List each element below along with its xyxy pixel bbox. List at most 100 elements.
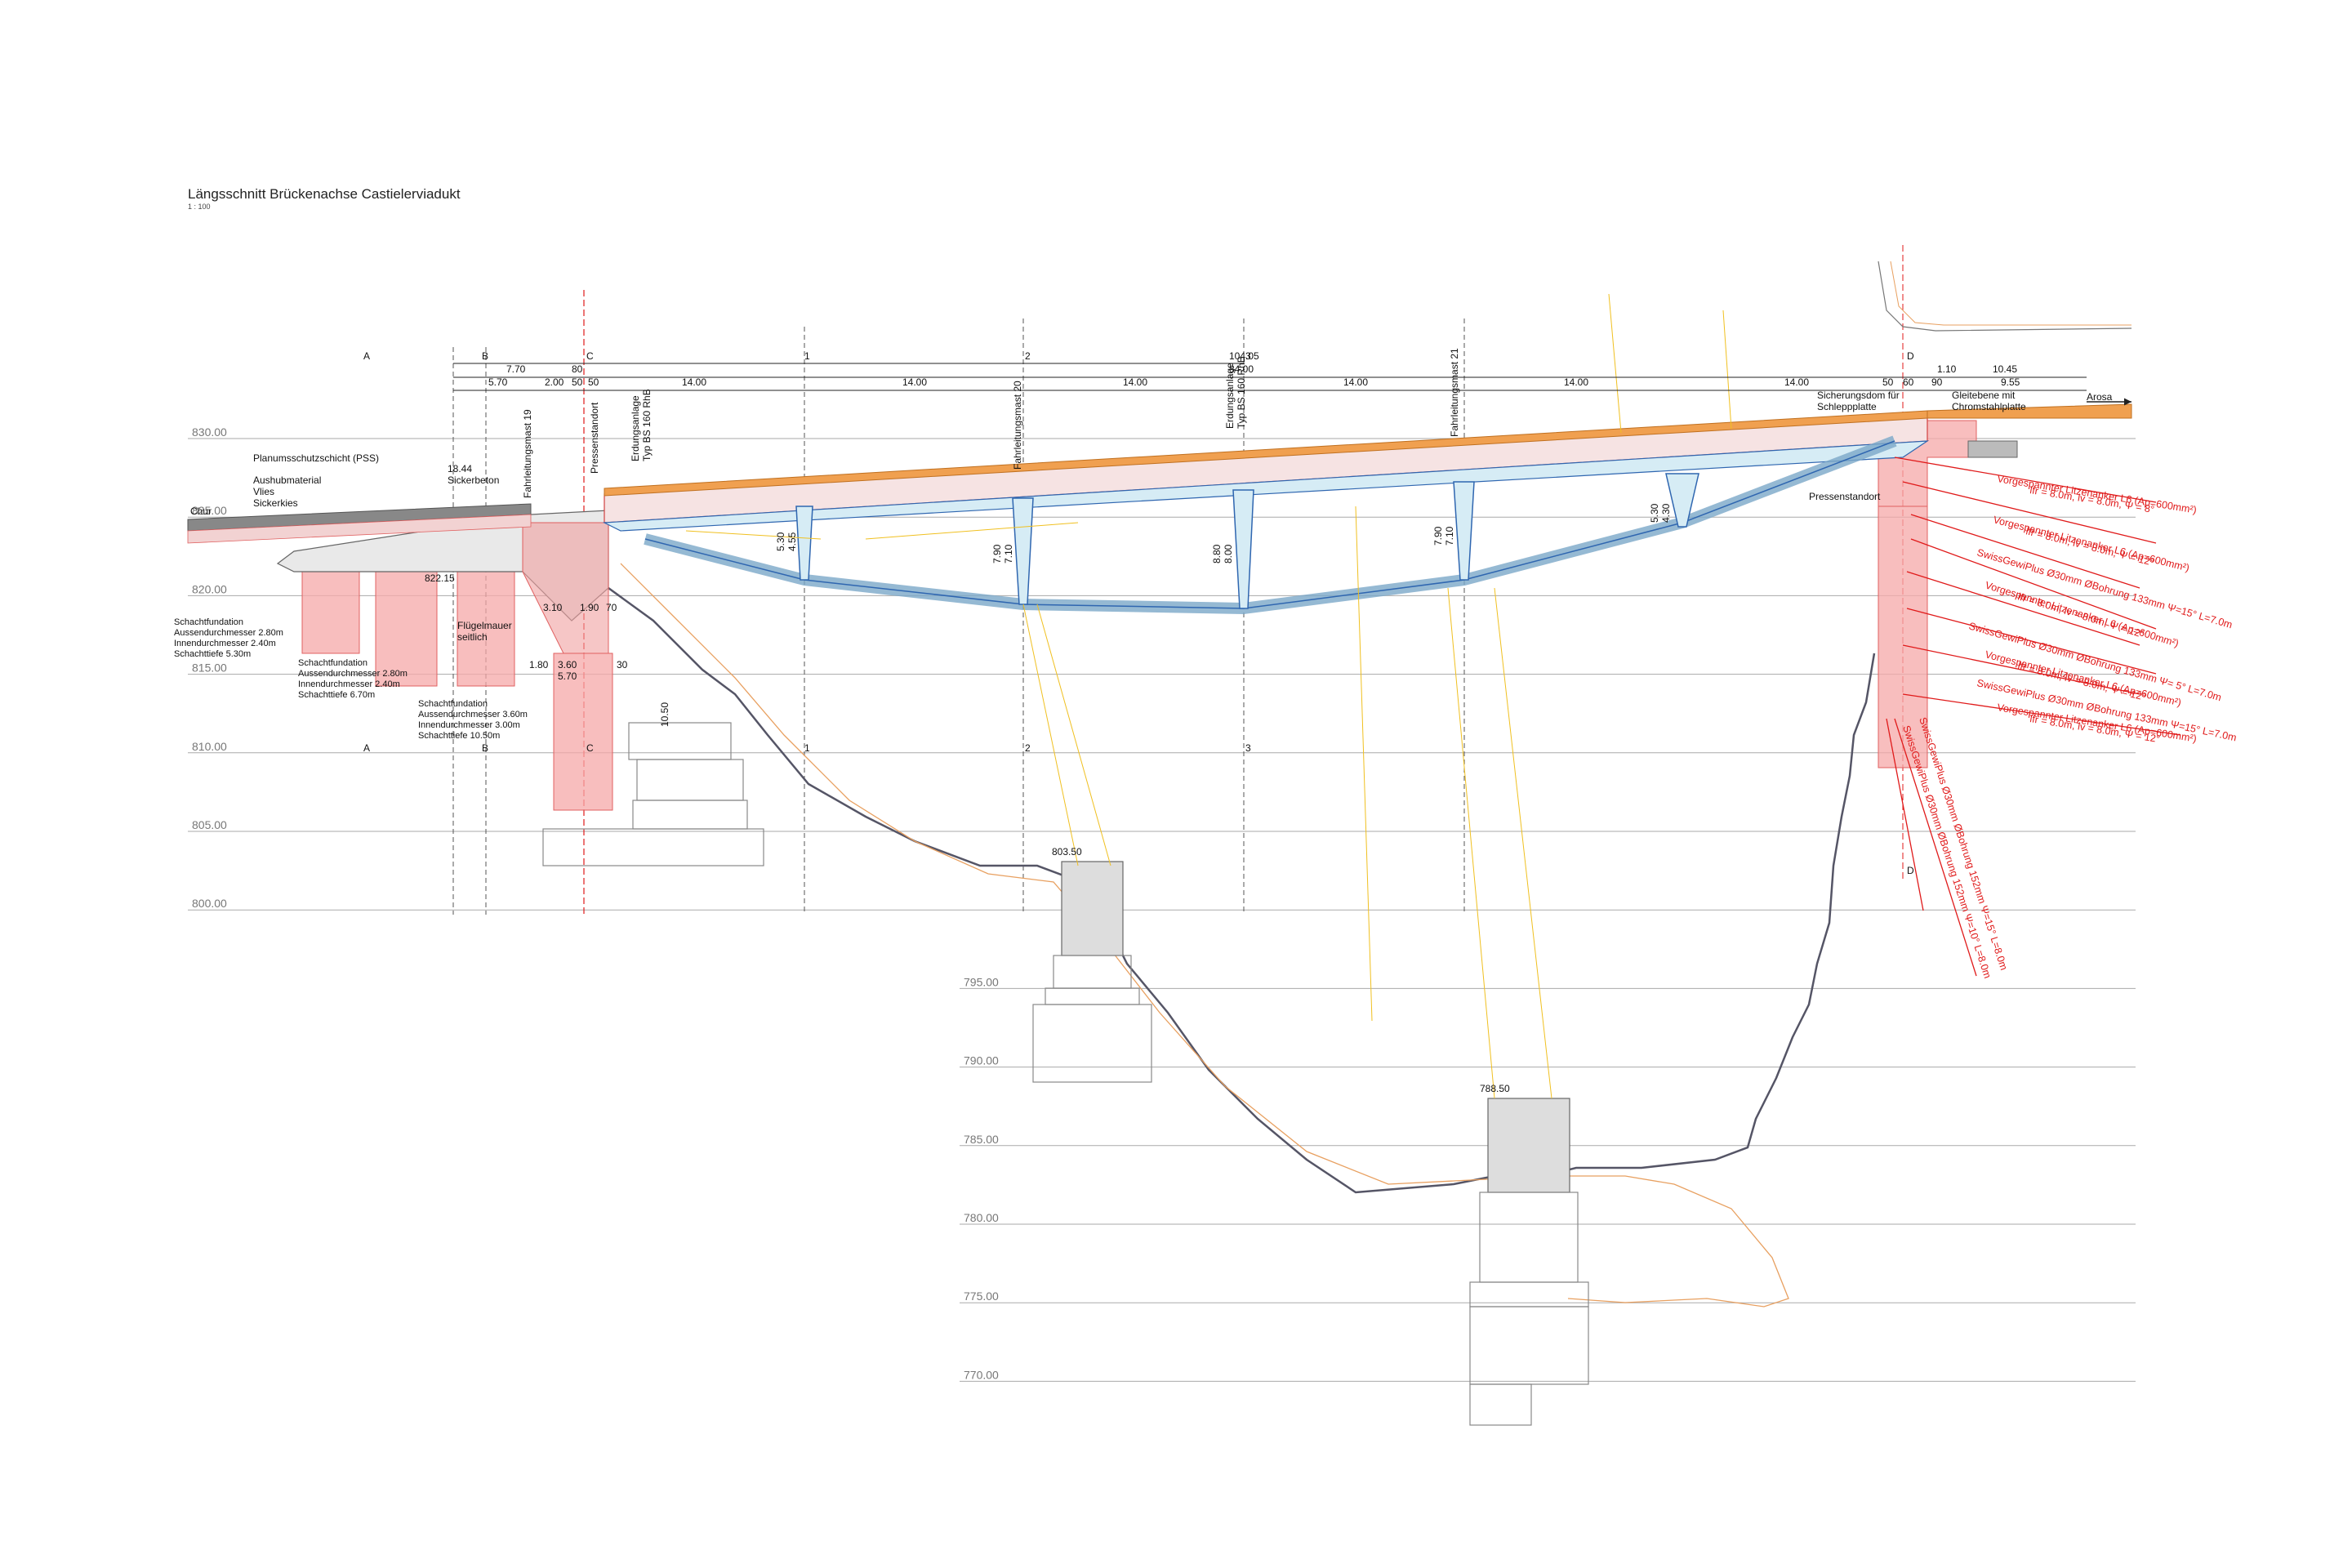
label-pss: Planumsschutzschicht (PSS) xyxy=(253,452,379,464)
elevation-label: 820.00 xyxy=(192,582,227,595)
dim-70: 70 xyxy=(606,602,617,613)
label-dom2: Schleppplatte xyxy=(1817,401,1877,412)
dim-30: 30 xyxy=(617,659,628,670)
svg-text:C: C xyxy=(586,742,594,754)
elevation-labels: 830.00825.00820.00815.00810.00805.00800.… xyxy=(192,425,999,1381)
svg-text:B: B xyxy=(482,350,488,362)
svg-text:3: 3 xyxy=(1245,742,1251,754)
elevation-label: 810.00 xyxy=(192,740,227,753)
vertical-anchor-1: SwissGewiPlus Ø30mm ØBohrung 152mm Ψ=10°… xyxy=(1900,724,1993,980)
pier-foundation-2 xyxy=(1469,1098,1589,1426)
svg-text:D: D xyxy=(1907,865,1914,876)
label-chur: Chur xyxy=(190,506,212,517)
svg-text:Aussendurchmesser 2.80m: Aussendurchmesser 2.80m xyxy=(174,628,283,638)
elevation-label: 815.00 xyxy=(192,662,227,675)
elevation-label: 790.00 xyxy=(964,1054,999,1067)
label-82215: 822.15 xyxy=(425,572,455,584)
svg-text:Schachttiefe 6.70m: Schachttiefe 6.70m xyxy=(298,690,375,700)
dim-span-6: 14.00 xyxy=(1784,376,1809,388)
shaft-label-1: Schachtfundation Aussendurchmesser 2.80m… xyxy=(174,617,283,659)
label-fluegel2: seitlich xyxy=(457,631,488,643)
dim-110: 1.10 xyxy=(1937,363,1957,375)
elevation-label: 800.00 xyxy=(192,897,227,910)
dim-710b: 7.10 xyxy=(1444,526,1455,546)
label-mast19: Fahrleitungsmast 19 xyxy=(522,409,533,498)
svg-text:Aussendurchmesser 2.80m: Aussendurchmesser 2.80m xyxy=(298,669,408,679)
label-arosa: Arosa xyxy=(2087,391,2113,403)
label-mast20: Fahrleitungsmast 20 xyxy=(1012,381,1023,470)
elevation-label: 780.00 xyxy=(964,1211,999,1224)
dim-790b: 7.90 xyxy=(1432,526,1444,546)
dim-80: 80 xyxy=(572,363,583,375)
elevation-label: 805.00 xyxy=(192,818,227,831)
svg-text:Innendurchmesser 3.00m: Innendurchmesser 3.00m xyxy=(418,720,520,730)
svg-text:Aussendurchmesser 3.60m: Aussendurchmesser 3.60m xyxy=(418,710,528,719)
label-dom1: Sicherungsdom für xyxy=(1817,390,1900,401)
dim-790: 7.90 xyxy=(991,544,1003,564)
pier-foundation-1 xyxy=(1032,861,1152,1083)
shaft-label-3: Schachtfundation Aussendurchmesser 3.60m… xyxy=(418,699,528,741)
svg-text:Innendurchmesser 2.40m: Innendurchmesser 2.40m xyxy=(298,679,400,689)
svg-text:A: A xyxy=(363,742,370,754)
terrain-top-right xyxy=(1878,261,2132,332)
dim-span-5: 14.00 xyxy=(1564,376,1588,388)
dim-530b: 5.30 xyxy=(1649,503,1660,523)
dim-1045: 10.45 xyxy=(1993,363,2017,375)
dim-span-3: 14.00 xyxy=(1123,376,1147,388)
dim-180: 1.80 xyxy=(529,659,549,670)
dim-50c: 50 xyxy=(1882,376,1894,388)
label-gleit1: Gleitebene mit xyxy=(1952,390,2016,401)
dim-360: 3.60 xyxy=(558,659,577,670)
label-erdung2b: Typ BS 160 RhB xyxy=(1236,356,1247,429)
label-mast21: Fahrleitungsmast 21 xyxy=(1449,348,1460,437)
dim-430: 4.30 xyxy=(1660,503,1672,523)
dim-total: 104.05 xyxy=(1229,350,1259,362)
dim-200: 2.00 xyxy=(545,376,564,388)
dim-455: 4.55 xyxy=(786,532,798,551)
dim-50b: 50 xyxy=(588,376,599,388)
elevation-label: 775.00 xyxy=(964,1290,999,1303)
dim-880: 8.80 xyxy=(1211,544,1223,564)
label-fluegel1: Flügelmauer xyxy=(457,620,512,631)
dim-span-2: 14.00 xyxy=(902,376,927,388)
construction-lines xyxy=(685,293,1732,1099)
anchor-label: lfr = 8.0m, lv = 8.0m, Ψ = 12° xyxy=(2025,525,2155,568)
label-sickerbeton: Sickerbeton xyxy=(448,474,499,486)
svg-text:Schachtfundation: Schachtfundation xyxy=(418,699,488,709)
svg-text:2: 2 xyxy=(1025,742,1031,754)
label-erdung1b: Typ BS 160 RhB xyxy=(641,389,653,461)
label-presse1: Pressenstandort xyxy=(589,402,600,474)
dim-90: 90 xyxy=(1931,376,1943,388)
dim-570b: 5.70 xyxy=(558,670,577,682)
dim-50a: 50 xyxy=(572,376,583,388)
dim-310: 3.10 xyxy=(543,602,563,613)
elevation-label: 770.00 xyxy=(964,1368,999,1381)
dim-770: 7.70 xyxy=(506,363,526,375)
axis-lines xyxy=(452,318,1465,915)
drawing-scale: 1 : 100 xyxy=(188,203,211,211)
vertical-struts xyxy=(795,473,1699,609)
foundation-elev-2: 788.50 xyxy=(1480,1083,1510,1094)
dim-955: 9.55 xyxy=(2001,376,2020,388)
label-erdung2a: Erdungsanlage xyxy=(1224,363,1236,429)
foundation-elev-1: 803.50 xyxy=(1052,846,1082,858)
drawing-title: Längsschnitt Brückenachse Castielerviadu… xyxy=(188,186,461,202)
svg-text:A: A xyxy=(363,350,370,362)
svg-text:3: 3 xyxy=(1245,350,1251,362)
shaft-label-2: Schachtfundation Aussendurchmesser 2.80m… xyxy=(298,658,408,700)
svg-text:D: D xyxy=(1907,350,1914,362)
svg-text:Schachtfundation: Schachtfundation xyxy=(298,658,368,668)
dimension-lines xyxy=(453,363,2087,391)
elevation-label: 795.00 xyxy=(964,975,999,988)
svg-text:Schachttiefe 5.30m: Schachttiefe 5.30m xyxy=(174,649,251,659)
svg-text:2: 2 xyxy=(1025,350,1031,362)
dim-800: 8.00 xyxy=(1223,544,1234,564)
svg-text:Innendurchmesser 2.40m: Innendurchmesser 2.40m xyxy=(174,639,276,648)
label-presse2: Pressenstandort xyxy=(1809,491,1881,502)
dim-span-4: 14.00 xyxy=(1343,376,1368,388)
svg-text:Schachttiefe 10.50m: Schachttiefe 10.50m xyxy=(418,731,500,741)
svg-text:B: B xyxy=(482,742,488,754)
dim-710: 7.10 xyxy=(1003,544,1014,564)
dim-60: 60 xyxy=(1903,376,1914,388)
